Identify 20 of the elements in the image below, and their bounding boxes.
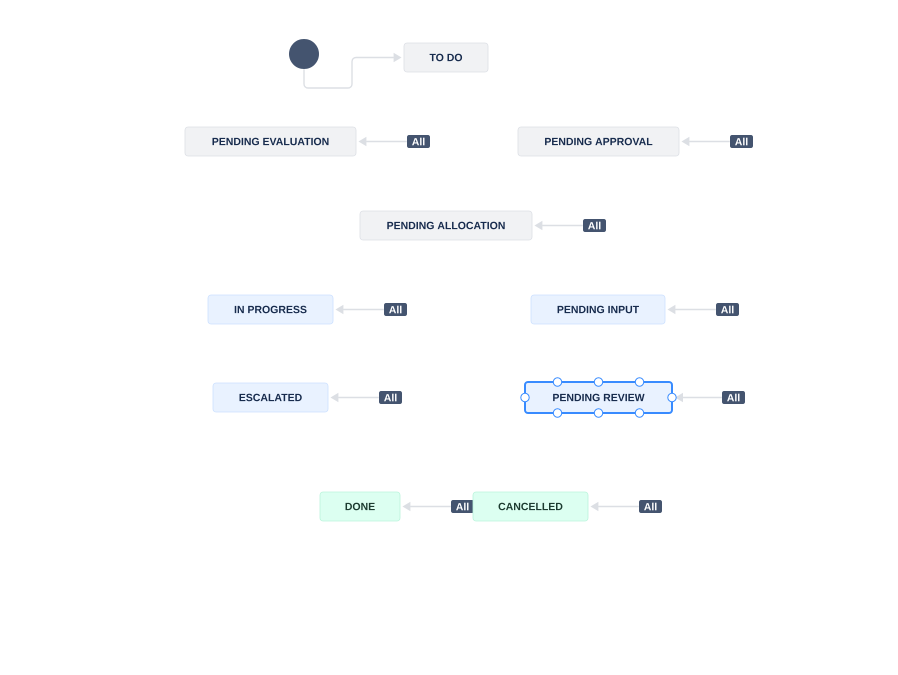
transition-badge: All	[384, 303, 407, 316]
transition-badge: All	[639, 500, 662, 513]
transition-badge: All	[730, 135, 753, 148]
status-box: CANCELLED	[472, 492, 588, 522]
transition-badge: All	[379, 391, 402, 404]
transition-badge: All	[407, 135, 430, 148]
status-box: DONE	[320, 492, 400, 522]
status-box: ESCALATED	[212, 382, 328, 412]
status-box: IN PROGRESS	[208, 294, 334, 324]
status-box: PENDING INPUT	[530, 294, 666, 324]
status-box: PENDING EVALUATION	[184, 126, 356, 156]
status-box: PENDING REVIEW	[524, 381, 673, 414]
status-box: PENDING APPROVAL	[518, 126, 680, 156]
status-box: PENDING ALLOCATION	[360, 210, 532, 240]
start-circle	[289, 39, 319, 69]
transition-badge: All	[716, 303, 739, 316]
status-box: TO DO	[404, 42, 488, 72]
transition-badge: All	[583, 219, 606, 232]
transition-badge: All	[451, 500, 474, 513]
transition-badge: All	[722, 391, 745, 404]
